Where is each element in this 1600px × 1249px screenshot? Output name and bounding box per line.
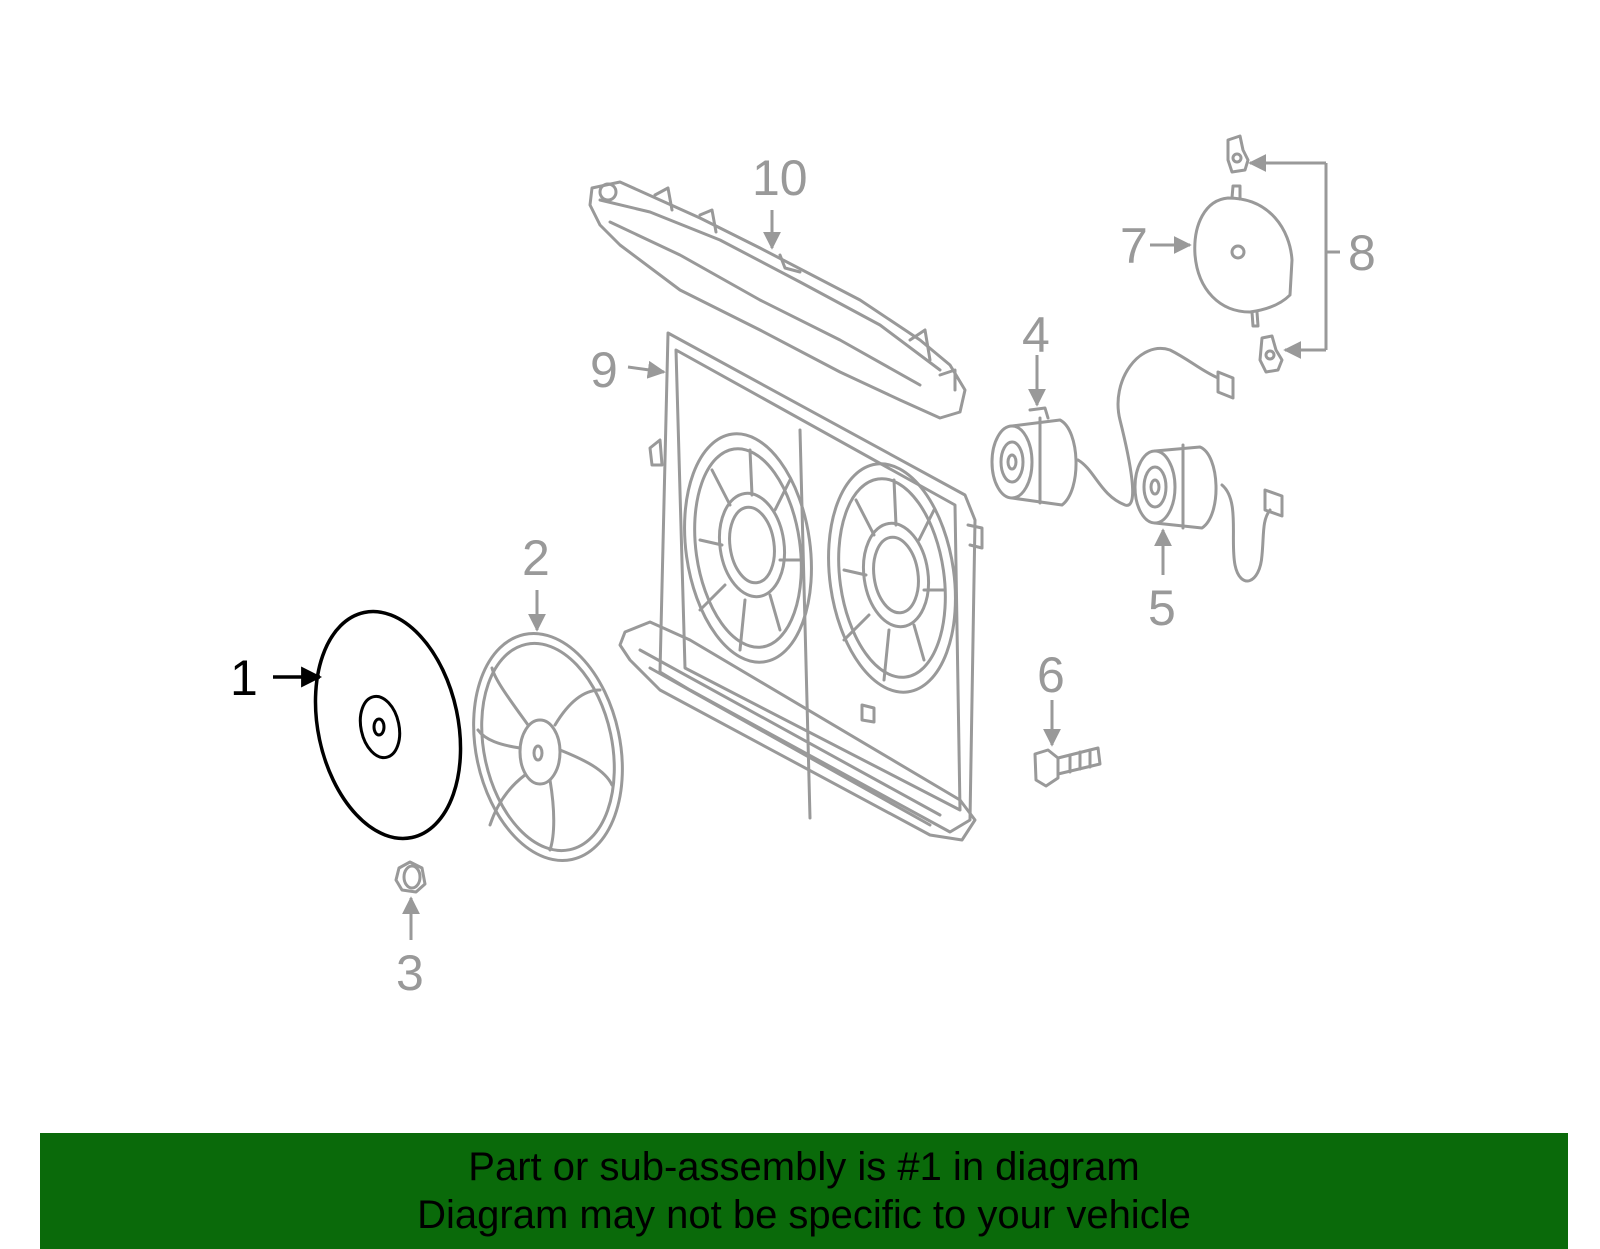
callout-4: 4 — [1022, 307, 1050, 363]
callout-3: 3 — [396, 945, 424, 1001]
arrow-9 — [627, 360, 666, 379]
banner-line-1: Part or sub-assembly is #1 in diagram — [468, 1145, 1140, 1189]
part-10-support-bracket — [588, 180, 967, 420]
callout-8: 8 — [1348, 225, 1376, 281]
callout-10: 10 — [752, 150, 808, 206]
part-1-fan-cover — [313, 609, 463, 841]
callout-5: 5 — [1148, 580, 1176, 636]
part-3-nut — [394, 860, 427, 894]
part-4-fan-motor — [990, 347, 1235, 507]
parts-diagram: 10 9 2 — [230, 134, 1376, 1001]
part-9-fan-shroud — [618, 331, 984, 842]
bracket-8 — [1324, 163, 1340, 350]
part-2-fan — [472, 632, 624, 862]
banner-line-2: Diagram may not be specific to your vehi… — [417, 1193, 1191, 1237]
part-8-clips — [1226, 134, 1284, 374]
callout-1: 1 — [230, 650, 258, 706]
callout-9: 9 — [590, 342, 618, 398]
callout-2: 2 — [522, 530, 550, 586]
part-7-cover-plate — [1193, 184, 1294, 328]
callout-6: 6 — [1037, 647, 1065, 703]
callout-7: 7 — [1120, 218, 1148, 274]
info-banner: Part or sub-assembly is #1 in diagram Di… — [40, 1133, 1568, 1249]
part-6-bolt — [1033, 746, 1102, 788]
part-5-fan-motor — [1133, 443, 1284, 583]
